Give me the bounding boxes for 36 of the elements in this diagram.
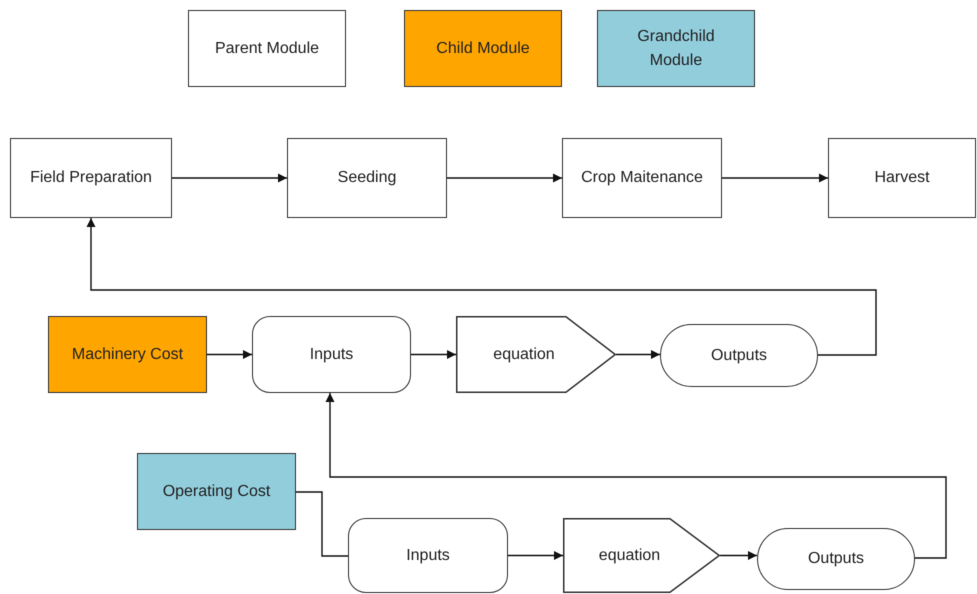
pentagon-shape: [456, 316, 616, 393]
node-label: Inputs: [310, 344, 354, 365]
arrow: [326, 393, 947, 559]
process-box: [828, 138, 976, 218]
legend-label: Grandchild Module: [636, 27, 716, 70]
process-box: [137, 453, 296, 530]
legend-label: Parent Module: [214, 38, 320, 59]
node-label: Outputs: [710, 346, 768, 366]
node-label: Crop Maitenance: [581, 168, 703, 188]
node-label: equation: [598, 546, 660, 566]
node-label: Seeding: [338, 168, 396, 188]
process-box: [48, 316, 207, 393]
node-label: Outputs: [808, 549, 864, 570]
arrow: [207, 350, 252, 359]
node-label: equation: [493, 344, 555, 365]
process-box: [10, 138, 172, 218]
arrow: [508, 551, 563, 560]
rounded-box: [252, 316, 411, 393]
node-label: Machinery Cost: [72, 344, 184, 365]
rounded-box: [348, 518, 508, 593]
arrow: [616, 350, 660, 359]
legend-label: Child Module: [436, 38, 530, 59]
process-box: [562, 138, 722, 218]
arrow: [86, 218, 877, 356]
node-label: Inputs: [406, 546, 450, 566]
arrow: [447, 174, 562, 182]
arrow: [172, 174, 287, 182]
pentagon-shape: [563, 518, 720, 593]
connector-line: [296, 491, 348, 557]
node-label: Harvest: [874, 168, 930, 188]
arrow: [720, 551, 757, 560]
node-label: Operating Cost: [162, 482, 270, 502]
process-box: [287, 138, 447, 218]
arrow: [722, 174, 828, 182]
arrow: [411, 350, 456, 359]
node-label: Field Preparation: [30, 168, 152, 188]
